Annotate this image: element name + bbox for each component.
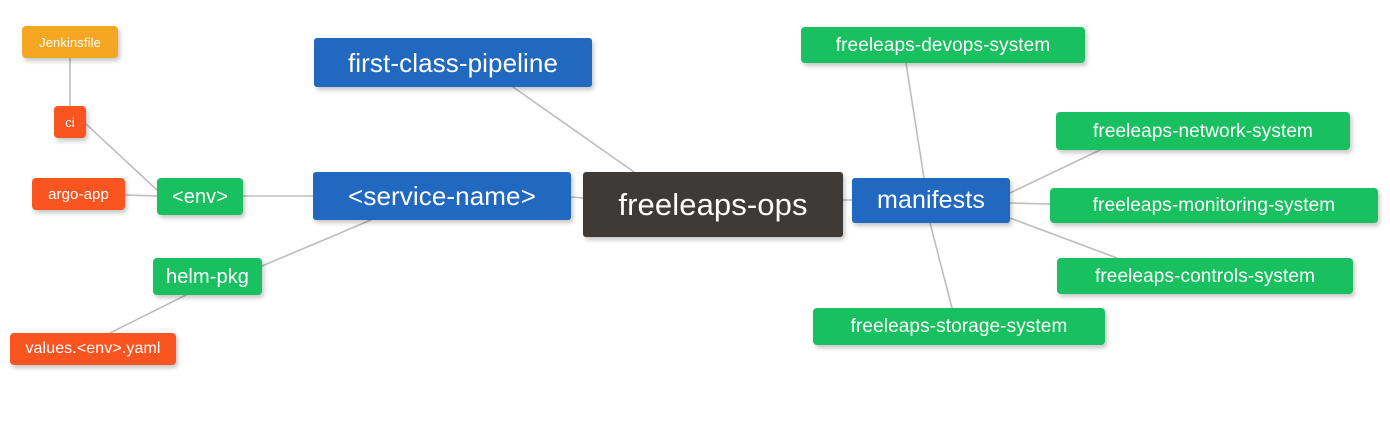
- node-label-freeleaps-devops-system: freeleaps-devops-system: [835, 34, 1051, 56]
- node-label-jenkinsfile: Jenkinsfile: [39, 34, 101, 50]
- node-service-name[interactable]: <service-name>: [313, 172, 571, 220]
- node-freeleaps-controls-system[interactable]: freeleaps-controls-system: [1057, 258, 1353, 294]
- node-freeleaps-network-system[interactable]: freeleaps-network-system: [1056, 112, 1350, 150]
- node-helm-pkg[interactable]: helm-pkg: [153, 258, 262, 295]
- edge-manifests-storage-system: [929, 222, 953, 309]
- node-label-service-name: <service-name>: [348, 181, 536, 211]
- node-freeleaps-devops-system[interactable]: freeleaps-devops-system: [801, 27, 1085, 63]
- edge-root-first-class-pipeline: [512, 86, 635, 173]
- node-ci[interactable]: ci: [54, 106, 86, 138]
- node-label-freeleaps-controls-system: freeleaps-controls-system: [1094, 265, 1316, 287]
- edge-manifests-controls-system: [1009, 217, 1118, 259]
- node-first-class-pipeline[interactable]: first-class-pipeline: [314, 38, 592, 87]
- node-values-yaml[interactable]: values.<env>.yaml: [10, 333, 176, 365]
- node-label-ci: ci: [65, 114, 75, 130]
- edge-helm-pkg-values-yaml: [109, 294, 187, 334]
- node-env[interactable]: <env>: [157, 178, 243, 215]
- node-label-freeleaps-storage-system: freeleaps-storage-system: [850, 316, 1068, 337]
- node-label-argo-app: argo-app: [48, 185, 109, 203]
- node-freeleaps-ops[interactable]: freeleaps-ops: [583, 172, 843, 237]
- node-label-manifests: manifests: [877, 186, 985, 214]
- node-label-values-yaml: values.<env>.yaml: [25, 340, 161, 357]
- node-label-freeleaps-ops: freeleaps-ops: [618, 187, 808, 222]
- node-argo-app[interactable]: argo-app: [32, 178, 125, 210]
- node-label-freeleaps-network-system: freeleaps-network-system: [1093, 120, 1313, 142]
- node-freeleaps-storage-system[interactable]: freeleaps-storage-system: [813, 308, 1105, 345]
- edge-env-argo-app: [124, 194, 158, 197]
- node-label-env: <env>: [171, 185, 229, 208]
- node-label-first-class-pipeline: first-class-pipeline: [347, 47, 559, 78]
- node-jenkinsfile[interactable]: Jenkinsfile: [22, 26, 118, 58]
- edge-root-service-name: [570, 196, 584, 199]
- node-label-freeleaps-monitoring-system: freeleaps-monitoring-system: [1092, 195, 1336, 216]
- edge-manifests-network-system: [1009, 149, 1101, 194]
- edge-service-name-helm-pkg: [261, 219, 372, 267]
- edge-manifests-monitoring-system: [1009, 202, 1051, 205]
- edge-manifests-devops-system: [905, 62, 925, 179]
- node-manifests[interactable]: manifests: [852, 178, 1010, 223]
- node-freeleaps-monitoring-system[interactable]: freeleaps-monitoring-system: [1050, 188, 1378, 223]
- node-label-helm-pkg: helm-pkg: [165, 265, 250, 288]
